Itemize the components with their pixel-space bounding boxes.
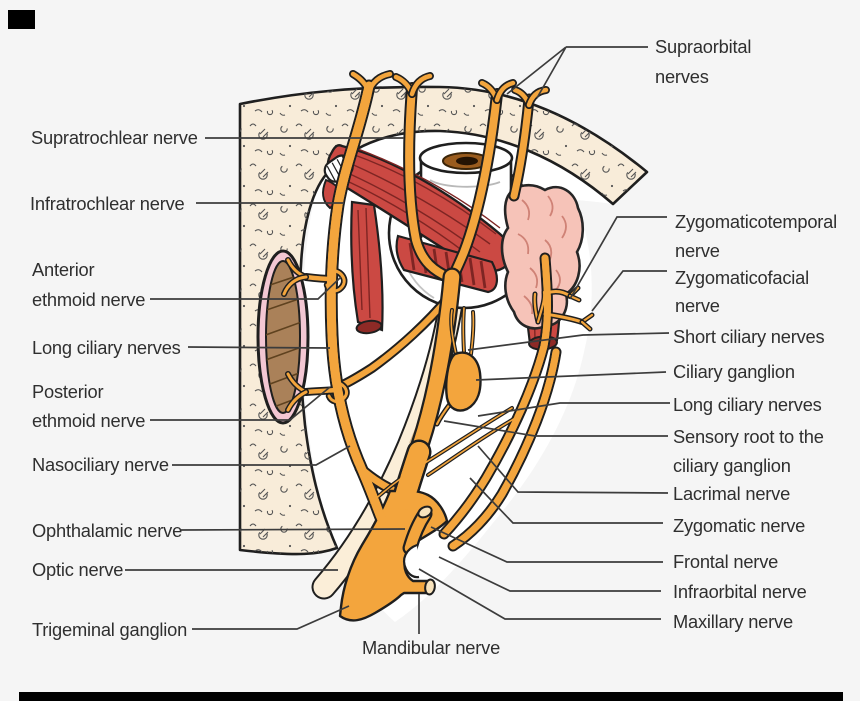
label-sensory-root-2: ciliary ganglion — [673, 455, 791, 476]
maxillary-cut-face — [424, 578, 436, 596]
label-maxillary-nerve: Maxillary nerve — [673, 611, 793, 632]
frontal-cut-face — [417, 505, 433, 519]
label-posterior-ethmoid-1: Posterior — [32, 381, 103, 402]
scan-artifact-bottom-bar — [19, 692, 843, 701]
leader-lines — [125, 46, 670, 634]
scan-artifact-top-left — [8, 10, 35, 29]
label-frontal-nerve: Frontal nerve — [673, 551, 778, 572]
label-zygomaticotemporal-1: Zygomaticotemporal — [675, 211, 837, 232]
label-zygomaticofacial-1: Zygomaticofacial — [675, 267, 809, 288]
label-ciliary-ganglion: Ciliary ganglion — [673, 361, 795, 382]
gland-lobules — [517, 195, 567, 315]
label-zygomaticotemporal-2: nerve — [675, 240, 720, 261]
label-supraorbital-1: Supraorbital — [655, 36, 751, 57]
ganglion-curl — [402, 543, 420, 579]
label-nasociliary-nerve: Nasociliary nerve — [32, 454, 169, 475]
label-zygomaticofacial-2: nerve — [675, 295, 720, 316]
label-infraorbital-nerve: Infraorbital nerve — [673, 581, 807, 602]
nerve-network — [284, 74, 592, 622]
label-infratrochlear-nerve: Infratrochlear nerve — [30, 193, 185, 214]
label-optic-nerve: Optic nerve — [32, 559, 123, 580]
eye-shading — [429, 179, 501, 188]
label-supraorbital-2: nerves — [655, 66, 709, 87]
label-long-ciliary-left: Long ciliary nerves — [32, 337, 181, 358]
muscle-cut-face — [355, 319, 383, 335]
label-ophthalamic-nerve: Ophthalamic nerve — [32, 520, 182, 541]
label-long-ciliary-right: Long ciliary nerves — [673, 394, 822, 415]
trigeminal-ganglion — [331, 86, 556, 622]
label-supratrochlear-nerve: Supratrochlear nerve — [31, 127, 198, 148]
labels: Supratrochlear nerve Infratrochlear nerv… — [30, 36, 837, 658]
label-posterior-ethmoid-2: ethmoid nerve — [32, 410, 145, 431]
label-anterior-ethmoid-1: Anterior — [32, 259, 95, 280]
label-zygomatic-nerve: Zygomatic nerve — [673, 515, 805, 536]
label-short-ciliary: Short ciliary nerves — [673, 326, 825, 347]
label-mandibular-nerve: Mandibular nerve — [362, 637, 500, 658]
label-anterior-ethmoid-2: ethmoid nerve — [32, 289, 145, 310]
ciliary-ganglion — [445, 351, 482, 412]
orbital-bone — [238, 85, 649, 556]
label-sensory-root-1: Sensory root to the — [673, 426, 824, 447]
label-lacrimal-nerve: Lacrimal nerve — [673, 483, 790, 504]
label-trigeminal-ganglion: Trigeminal ganglion — [32, 619, 187, 640]
pupil — [456, 156, 478, 166]
